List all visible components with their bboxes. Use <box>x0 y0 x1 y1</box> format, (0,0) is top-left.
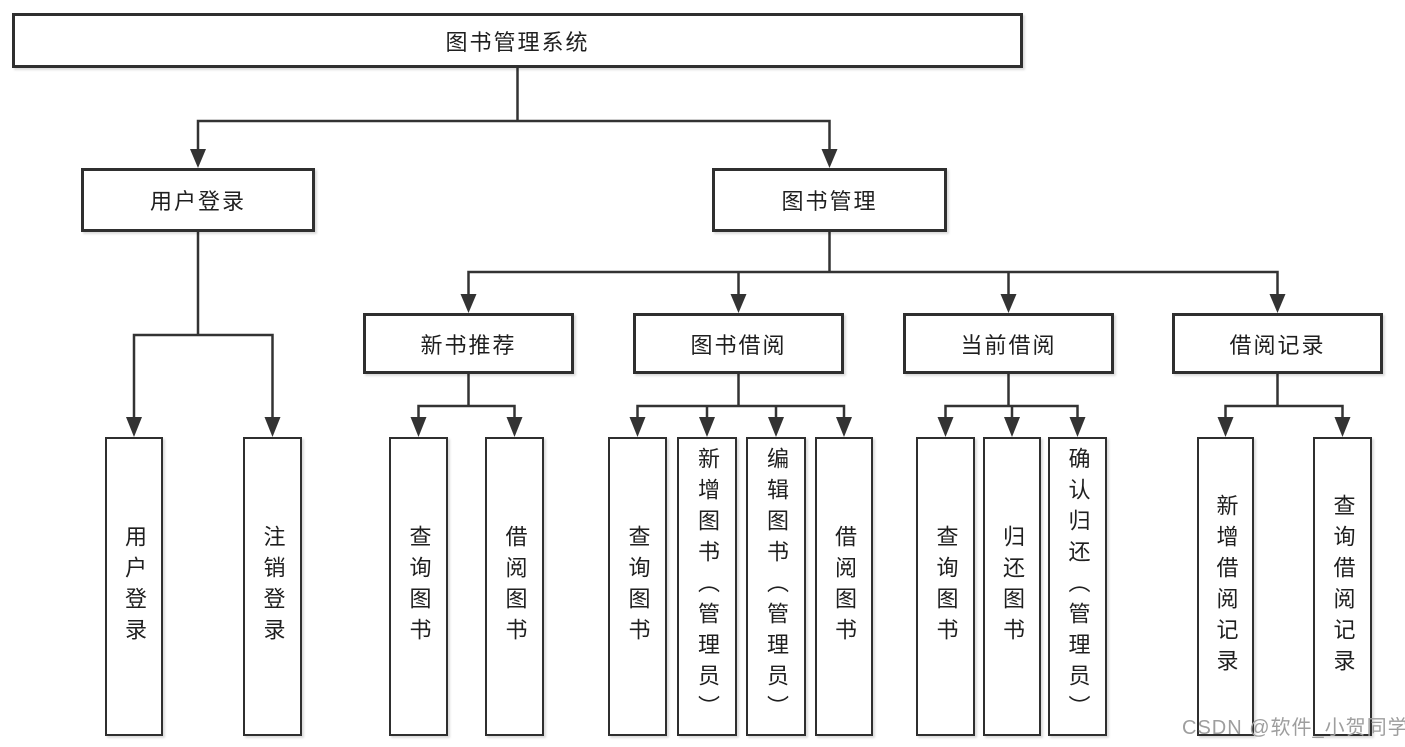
node-user-login: 用户登录 <box>81 168 315 232</box>
leaf-logout: 注销登录 <box>243 437 302 736</box>
leaf-edit-book-admin: 编辑图书（管理员） <box>746 437 806 736</box>
leaf-user-login: 用户登录 <box>105 437 163 736</box>
leaf-add-book-admin: 新增图书（管理员） <box>677 437 737 736</box>
node-new-book-recommend: 新书推荐 <box>363 313 574 374</box>
leaf-borrow-books: 借阅图书 <box>815 437 873 736</box>
leaf-borrow-books-recommend: 借阅图书 <box>485 437 544 736</box>
node-root-library-system: 图书管理系统 <box>12 13 1023 68</box>
node-current-borrow: 当前借阅 <box>903 313 1114 374</box>
leaf-query-books-recommend: 查询图书 <box>389 437 448 736</box>
leaf-query-books-borrow: 查询图书 <box>608 437 667 736</box>
node-book-borrow: 图书借阅 <box>633 313 844 374</box>
csdn-watermark: CSDN @软件_小贺同学 <box>1182 717 1405 739</box>
leaf-query-books-current: 查询图书 <box>916 437 975 736</box>
arrowheads <box>126 149 1351 437</box>
node-borrow-records: 借阅记录 <box>1172 313 1383 374</box>
leaf-confirm-return-admin: 确认归还（管理员） <box>1048 437 1107 736</box>
leaf-add-borrow-record: 新增借阅记录 <box>1197 437 1254 736</box>
leaf-query-borrow-record: 查询借阅记录 <box>1313 437 1372 736</box>
node-book-management: 图书管理 <box>712 168 947 232</box>
leaf-return-books: 归还图书 <box>983 437 1041 736</box>
